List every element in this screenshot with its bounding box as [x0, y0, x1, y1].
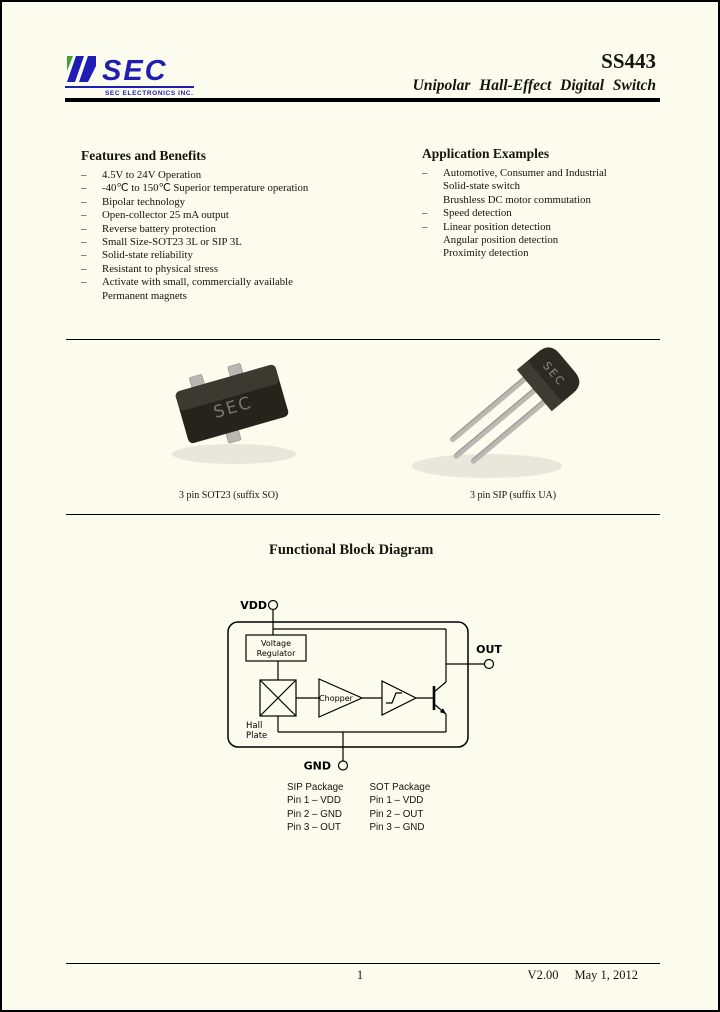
hysteresis-symbol — [386, 692, 402, 704]
vdd-label: VDD — [240, 599, 267, 612]
vreg-label-line1: Voltage — [261, 639, 291, 648]
list-item: –4.5V to 24V Operation — [81, 169, 202, 181]
sip-pinout-heading: SIP Package — [287, 782, 344, 793]
features-section: Features and Benefits –4.5V to 24V Opera… — [81, 148, 308, 303]
list-item: Angular position detection — [443, 234, 559, 247]
list-item: –Reverse battery protection — [81, 222, 216, 235]
voltage-regulator-block — [245, 634, 307, 662]
emitter-arrow — [439, 708, 446, 714]
pin-row: Pin 3 – OUT — [287, 821, 341, 833]
gnd-label: GND — [304, 760, 331, 773]
logo-subtext: SEC ELECTRONICS INC. — [105, 90, 194, 97]
diagram-heading: Functional Block Diagram — [269, 542, 434, 558]
hall-label-line2: Plate — [246, 731, 267, 741]
pin-row: Pin 3 – GND — [369, 821, 425, 833]
sot23-caption: 3 pin SOT23 (suffix SO) — [179, 490, 279, 501]
list-item: Solid-state switch — [443, 180, 521, 193]
list-item: –Open-collector 25 mA output — [81, 209, 229, 222]
schmitt-trigger — [381, 680, 418, 716]
list-item: –Automotive, Consumer and Industrial — [422, 167, 607, 179]
sip-package-image: SEC — [412, 347, 580, 478]
divider-line — [66, 339, 660, 340]
list-item: –Speed detection — [422, 207, 512, 220]
pin-row: Pin 2 – GND — [287, 808, 342, 820]
list-item: –Resistant to physical stress — [81, 262, 219, 275]
page-number: 1 — [356, 968, 364, 982]
list-item: –Bipolar technology — [81, 195, 186, 208]
sip-caption: 3 pin SIP (suffix UA) — [470, 490, 557, 501]
ic-boundary — [227, 621, 469, 748]
features-heading: Features and Benefits — [81, 148, 206, 163]
part-number: SS443 — [601, 49, 656, 73]
logo-text: SEC — [102, 55, 168, 87]
functional-block-diagram: VDD OUT GND Voltage Regulator Chopper Ha… — [227, 599, 502, 773]
out-label: OUT — [476, 643, 502, 656]
doc-date: May 1, 2012 — [574, 968, 638, 982]
applications-heading: Application Examples — [422, 146, 550, 161]
chopper-amplifier — [318, 678, 364, 718]
chopper-label: Chopper — [319, 694, 354, 703]
out-terminal — [483, 658, 495, 670]
pin-row: Pin 1 – VDD — [369, 795, 424, 807]
sot23-package-image: SEC — [172, 363, 296, 464]
company-logo: SEC SEC ELECTRONICS INC. — [65, 54, 194, 97]
list-item: –-40℃ to 150℃ Superior temperature opera… — [81, 182, 309, 195]
vreg-label-line2: Regulator — [257, 649, 296, 658]
gnd-terminal — [337, 760, 349, 771]
list-item: –Linear position detection — [422, 220, 551, 233]
logo-row: SEC — [65, 54, 194, 88]
header-rule — [65, 98, 660, 102]
document-subtitle: Unipolar Hall-Effect Digital Switch — [412, 77, 656, 94]
vdd-terminal — [267, 599, 279, 611]
footer-rule — [66, 963, 660, 964]
company-logo-icon — [67, 56, 96, 82]
applications-section: Application Examples –Automotive, Consum… — [422, 146, 607, 261]
pin-row: Pin 1 – VDD — [287, 795, 341, 807]
list-item: Brushless DC motor commutation — [443, 193, 591, 206]
list-item: –Solid-state reliability — [81, 249, 193, 262]
footer-version: V2.00 May 1, 2012 — [528, 968, 638, 983]
divider-line — [66, 514, 660, 515]
hall-label-line1: Hall — [246, 721, 262, 731]
list-item: Proximity detection — [443, 247, 529, 260]
pin-row: Pin 2 – OUT — [369, 808, 424, 820]
pinout-section: SIP Package Pin 1 – VDD Pin 2 – GND Pin … — [287, 781, 430, 834]
list-item: Permanent magnets — [102, 289, 187, 302]
sot-pinout: SOT Package Pin 1 – VDD Pin 2 – OUT Pin … — [369, 781, 430, 834]
list-item: –Activate with small, commercially avail… — [81, 276, 293, 289]
sot-pinout-heading: SOT Package — [369, 782, 431, 793]
list-item: –Small Size-SOT23 3L or SIP 3L — [81, 236, 242, 249]
sip-pinout: SIP Package Pin 1 – VDD Pin 2 – GND Pin … — [287, 781, 343, 834]
doc-version: V2.00 — [527, 968, 559, 982]
